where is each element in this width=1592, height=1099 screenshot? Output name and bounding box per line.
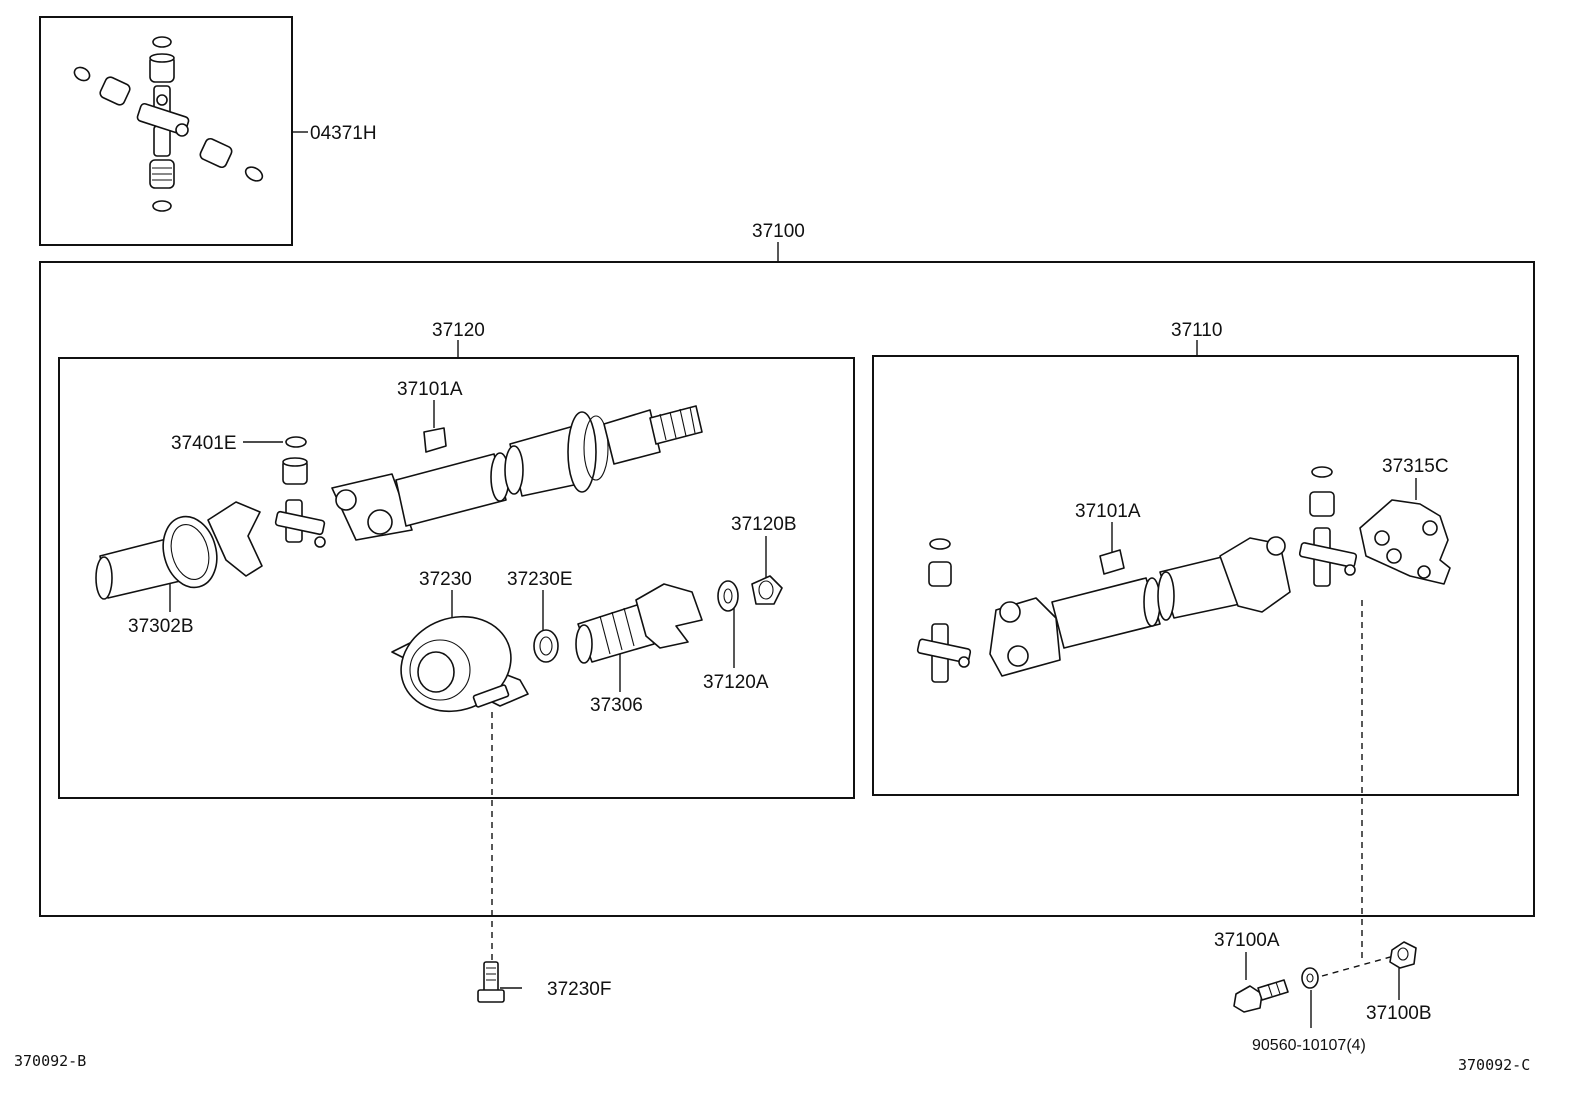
illustration-ref-right: 370092-C: [1458, 1056, 1530, 1074]
bearing-cup-icon: [199, 137, 233, 169]
label-37110: 37110: [1171, 320, 1222, 341]
washer-icon: [717, 580, 739, 612]
label-37100: 37100: [752, 221, 805, 242]
bolt-icon: [477, 961, 505, 1003]
label-37230e: 37230E: [507, 569, 573, 590]
label-37120: 37120: [432, 320, 485, 341]
label-37120a: 37120A: [703, 672, 769, 693]
nut-icon: [1389, 941, 1417, 969]
label-37302b: 37302B: [128, 616, 194, 637]
label-04371h: 04371H: [310, 123, 377, 144]
flange-yoke-icon: [575, 583, 703, 664]
label-37230f: 37230F: [547, 979, 611, 1000]
front-shaft-frame: [58, 357, 855, 799]
propeller-shaft-assembly-frame: [39, 261, 1535, 917]
label-37315c: 37315C: [1382, 456, 1449, 477]
bearing-cup-icon: [149, 53, 175, 83]
flange-icon: [1359, 499, 1451, 585]
nut-icon: [751, 575, 783, 605]
label-37306: 37306: [590, 695, 643, 716]
washer-icon: [1301, 967, 1319, 989]
label-37401e: 37401E: [171, 433, 237, 454]
snap-ring-icon: [285, 436, 307, 448]
dashed-line-nut: [1321, 955, 1395, 977]
rear-shaft-frame: [872, 355, 1519, 796]
bearing-cup-icon: [99, 76, 131, 106]
label-37101a-front: 37101A: [397, 379, 463, 400]
bearing-cup-icon: [928, 491, 1335, 587]
spider-cross-icon: [274, 499, 326, 548]
label-37100b: 37100B: [1366, 1003, 1432, 1024]
snap-ring-icon: [73, 36, 264, 212]
snap-ring-icon: [929, 466, 1333, 550]
sleeve-yoke-icon: [95, 501, 263, 600]
balance-weight-icon: [1099, 549, 1125, 575]
universal-joint-kit-frame: [39, 16, 293, 246]
spider-cross-icon: [916, 527, 1358, 683]
label-90560-10107: 90560-10107(4): [1252, 1037, 1366, 1054]
label-37230: 37230: [419, 569, 472, 590]
rear-shaft-tube-icon: [989, 536, 1291, 677]
bolt-icon: [1233, 979, 1289, 1013]
bearing-cup-icon: [282, 457, 308, 485]
balance-weight-icon: [423, 427, 447, 453]
label-37120b: 37120B: [731, 514, 797, 535]
label-37100a: 37100A: [1214, 930, 1280, 951]
bearing-cup-icon: [149, 159, 175, 189]
spider-cross-icon: [136, 85, 190, 157]
washer-icon: [533, 629, 559, 663]
front-shaft-tube-icon: [331, 405, 703, 541]
illustration-ref-left: 370092-B: [14, 1052, 86, 1070]
label-37101a-rear: 37101A: [1075, 501, 1141, 522]
center-bearing-icon: [391, 615, 529, 713]
